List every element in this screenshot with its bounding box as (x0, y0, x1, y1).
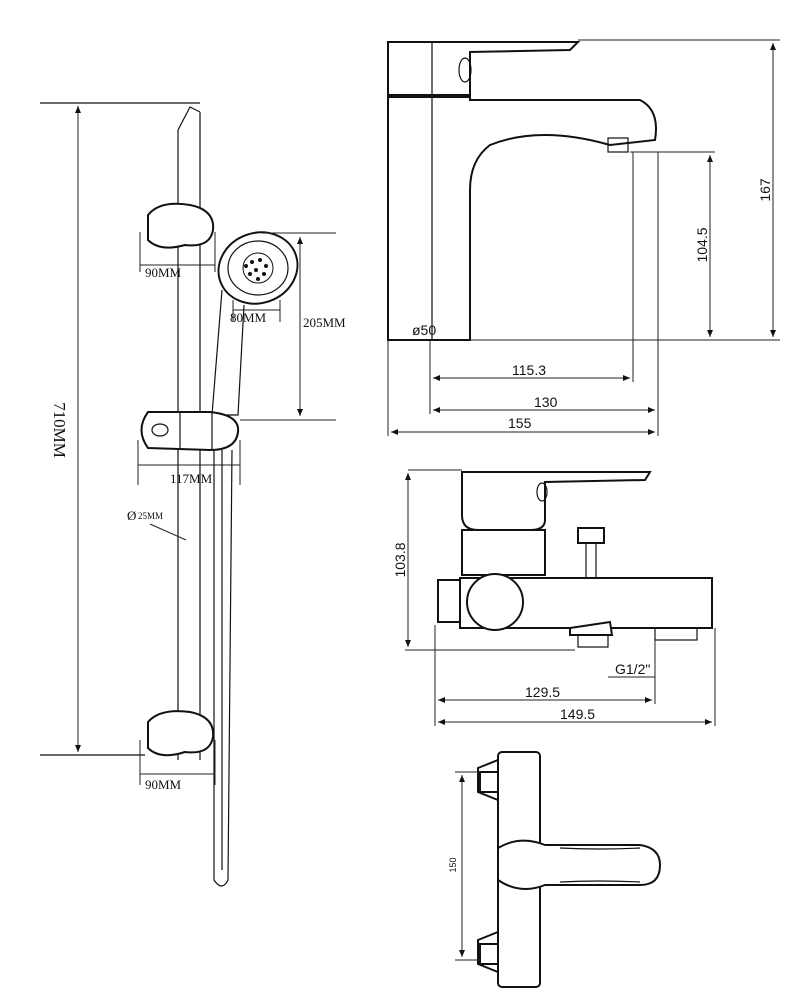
mixer-height-label: 103.8 (392, 542, 408, 577)
centers-label: 150 (448, 857, 458, 872)
dimension-3-label: 155 (508, 415, 532, 431)
bottom-wall-bracket (147, 710, 215, 757)
top-bracket-width-label: 90MM (145, 265, 182, 280)
thread-label: G1/2" (615, 661, 650, 677)
rod-diameter-label: 25MM (138, 511, 163, 521)
rail-length-label: 710MM (50, 402, 69, 458)
wall-mixer: 150 (448, 751, 662, 988)
shower-rail-set: 710MM 90MM 80MM 205MM (40, 102, 346, 887)
faucet-height-label: 167 (757, 178, 773, 202)
dimension-1-label: 115.3 (512, 362, 546, 378)
dimension-2-label: 130 (534, 394, 558, 410)
mixer-dimension-1-label: 129.5 (525, 684, 560, 700)
bath-mixer: 103.8 G1/2" 129.5 149.5 (392, 469, 716, 726)
mixer-dimension-2-label: 149.5 (560, 706, 595, 722)
hand-shower (211, 231, 299, 416)
basin-faucet: ø50 167 104.5 115.3 130 155 (387, 39, 780, 436)
spout-height-label: 104.5 (694, 227, 710, 262)
handset-length-label: 205MM (303, 315, 346, 330)
base-diameter-label: ø50 (412, 322, 436, 338)
bottom-bracket-width-label: 90MM (145, 777, 182, 792)
shower-hose (213, 449, 233, 887)
top-wall-bracket (147, 202, 215, 249)
rod-diameter-symbol: Ø (127, 508, 136, 523)
head-diameter-label: 80MM (230, 310, 267, 325)
sliding-holder (140, 411, 240, 452)
slider-width-label: 117MM (170, 471, 213, 486)
